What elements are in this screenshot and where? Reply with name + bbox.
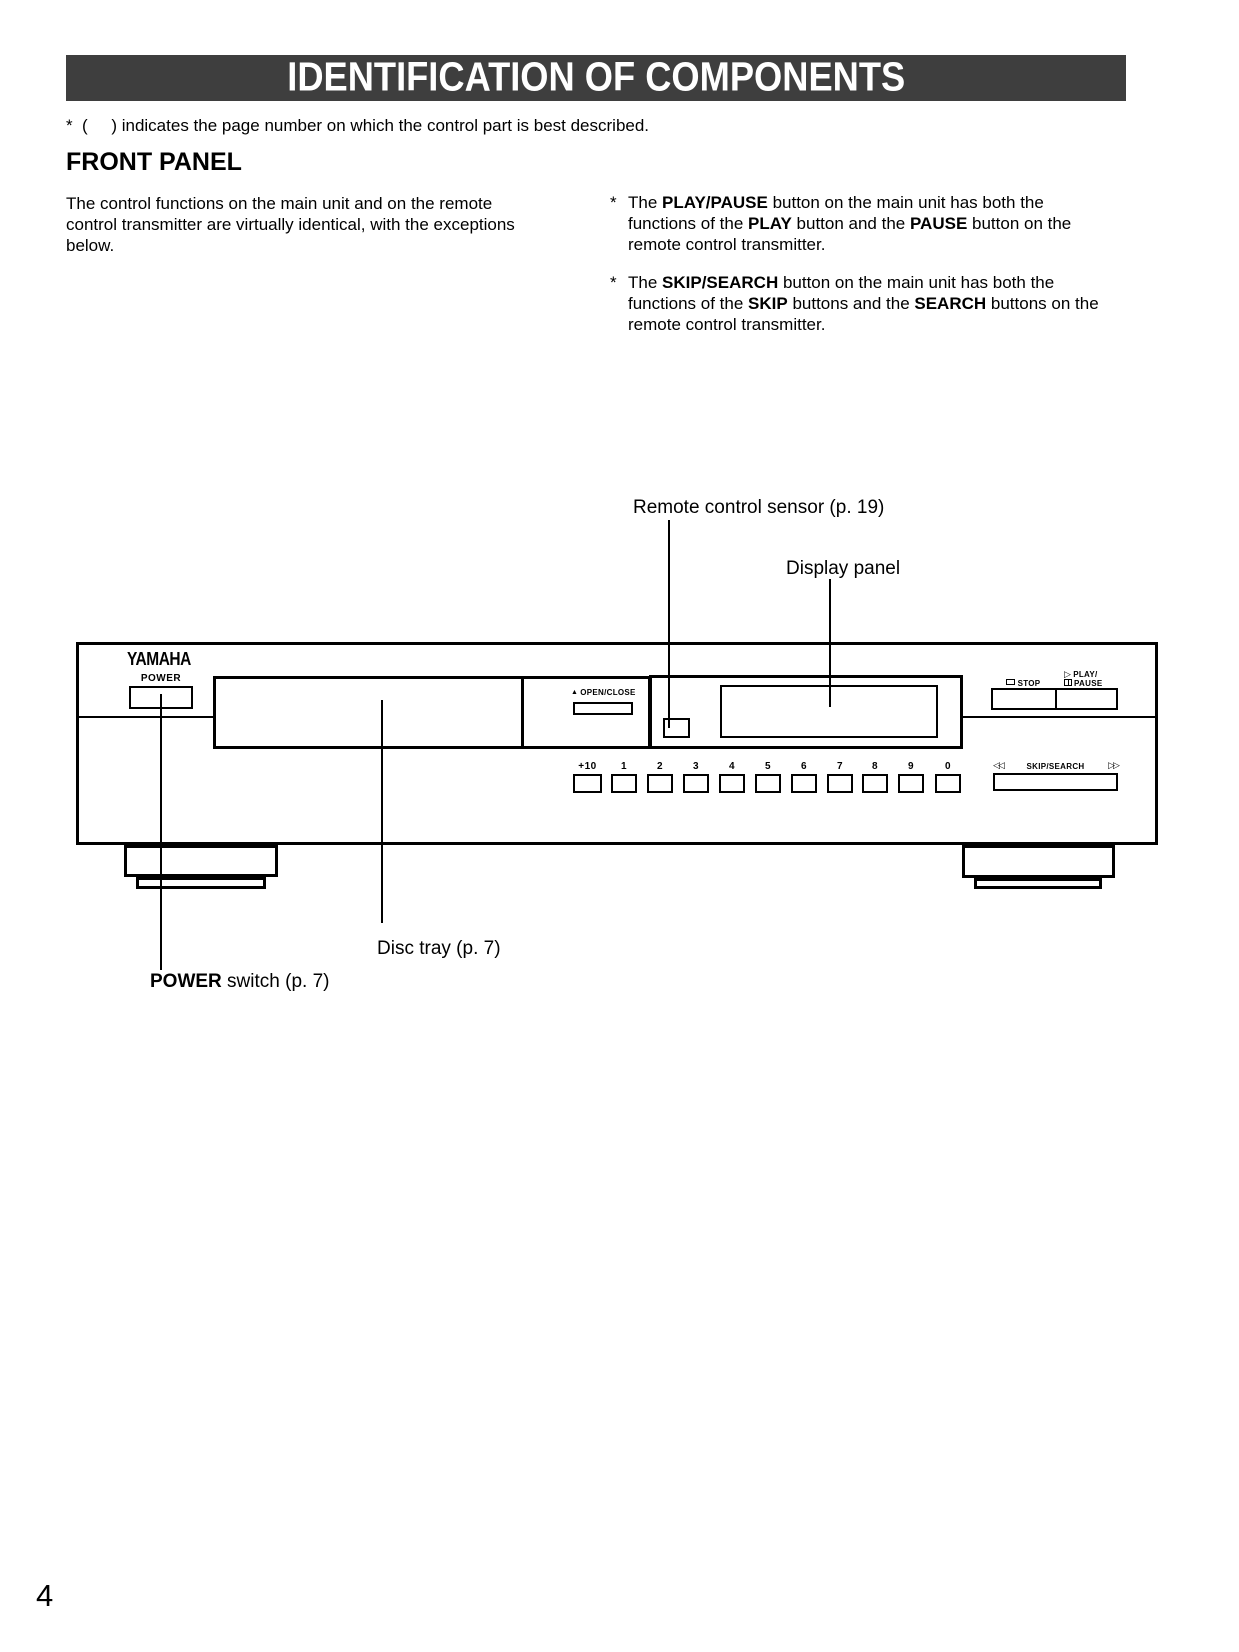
number-key-label: 1	[620, 761, 628, 772]
leader-line-display-panel	[829, 579, 831, 707]
exceptions-list: * The PLAY/PAUSE button on the main unit…	[610, 192, 1104, 335]
skip-search-labels: ◁◁ SKIP/SEARCH ▷▷	[993, 760, 1120, 771]
right-foot	[962, 845, 1115, 878]
callout-power-switch: POWER switch (p. 7)	[150, 971, 330, 992]
panel-divider-line-left	[77, 716, 213, 718]
brand-logo: YAMAHA	[127, 648, 191, 669]
number-key-label: 7	[836, 761, 844, 772]
number-key: 3	[680, 761, 712, 793]
skip-forward-icon: ▷▷	[1108, 760, 1120, 770]
number-key-label: 6	[800, 761, 808, 772]
play-pause-button-label: ▷PLAY/ PAUSE	[1064, 669, 1103, 688]
bullet-text: The PLAY/PAUSE button on the main unit h…	[628, 193, 1072, 254]
page-title-banner: IDENTIFICATION OF COMPONENTS	[66, 55, 1126, 101]
section-heading: FRONT PANEL	[66, 148, 242, 176]
bullet-marker: *	[610, 273, 617, 292]
power-button-label: POWER	[140, 673, 182, 684]
number-key-label: 8	[871, 761, 879, 772]
list-item: * The PLAY/PAUSE button on the main unit…	[610, 192, 1104, 255]
number-key: 6	[788, 761, 820, 793]
number-key-label: 9	[907, 761, 915, 772]
number-key-label: 5	[764, 761, 772, 772]
left-foot-base	[136, 877, 266, 889]
leader-line-disc-tray	[381, 700, 383, 923]
intro-paragraph: The control functions on the main unit a…	[66, 194, 515, 255]
footnote-text: * ( ) indicates the page number on which…	[66, 116, 650, 135]
number-key: 8	[859, 761, 891, 793]
page-title: IDENTIFICATION OF COMPONENTS	[287, 55, 905, 100]
bullet-text: The SKIP/SEARCH button on the main unit …	[628, 273, 1099, 334]
pause-icon	[1064, 679, 1072, 686]
number-key-label: 2	[656, 761, 664, 772]
callout-remote-sensor: Remote control sensor (p. 19)	[633, 497, 885, 518]
number-key: 0	[932, 761, 964, 793]
play-icon: ▷	[1064, 669, 1072, 679]
number-key-label: 4	[728, 761, 736, 772]
number-key: 7	[824, 761, 856, 793]
play-pause-button	[1055, 688, 1118, 710]
skip-search-label: SKIP/SEARCH	[1026, 762, 1085, 771]
leader-line-power-switch	[160, 694, 162, 970]
skip-search-button	[993, 773, 1118, 791]
number-key-button	[898, 774, 924, 793]
number-key-button	[573, 774, 602, 793]
skip-back-icon: ◁◁	[993, 760, 1005, 770]
bullet-marker: *	[610, 193, 617, 212]
number-key-button	[755, 774, 781, 793]
number-key: +10	[570, 761, 605, 793]
number-key-button	[862, 774, 888, 793]
list-item: * The SKIP/SEARCH button on the main uni…	[610, 272, 1104, 335]
number-key: 1	[608, 761, 640, 793]
number-key-button	[935, 774, 961, 793]
number-key: 9	[895, 761, 927, 793]
open-close-button	[573, 702, 633, 715]
page-number: 4	[36, 1578, 54, 1613]
callout-display-panel: Display panel	[786, 558, 901, 579]
number-key-button	[827, 774, 853, 793]
number-key-button	[719, 774, 745, 793]
number-key: 5	[752, 761, 784, 793]
number-key-label: 0	[944, 761, 952, 772]
number-key-button	[647, 774, 673, 793]
disc-tray	[213, 676, 524, 749]
panel-divider-line-right	[963, 716, 1156, 718]
number-key: 2	[644, 761, 676, 793]
number-key-button	[611, 774, 637, 793]
number-key-label: +10	[578, 761, 597, 772]
number-key: 4	[716, 761, 748, 793]
stop-button-label: STOP	[991, 679, 1055, 688]
number-key-label: 3	[692, 761, 700, 772]
leader-line-remote-sensor	[668, 520, 670, 728]
stop-button	[991, 688, 1057, 710]
number-key-button	[683, 774, 709, 793]
stop-icon	[1005, 679, 1015, 685]
right-foot-base	[974, 878, 1102, 889]
number-key-button	[791, 774, 817, 793]
left-foot	[124, 845, 278, 877]
callout-disc-tray: Disc tray (p. 7)	[377, 938, 501, 959]
eject-icon: ▲	[571, 689, 579, 696]
open-close-label: ▲OPEN/CLOSE	[571, 688, 636, 697]
